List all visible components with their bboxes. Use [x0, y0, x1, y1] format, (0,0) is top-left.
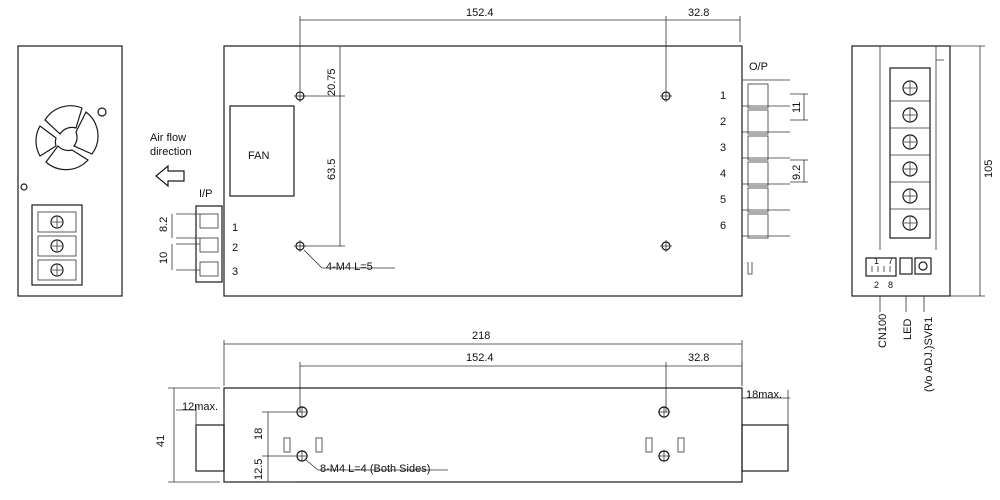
cn100-label: CN100: [877, 314, 889, 348]
top-view-outline: [223, 45, 743, 297]
output-terminal-block: [889, 67, 931, 239]
side-view: 218 152.4 32.8 12max. 18max. 41 18 12.5 …: [155, 330, 790, 483]
top-mount-label: 4-M4 L=5: [326, 261, 373, 273]
side-mount-label: 8-M4 L=4 (Both Sides): [320, 463, 430, 475]
arrow-left-icon: [155, 164, 185, 188]
led-label: LED: [902, 319, 914, 340]
side-mount-hole-icon: [296, 406, 308, 418]
svr1-trimmer-icon: [914, 257, 932, 275]
svr1-label: (Vo ADJ.)SVR1: [923, 317, 935, 392]
side-view-outline: [223, 387, 743, 483]
mount-hole-icon: [294, 90, 306, 102]
op-pin-5: 5: [720, 194, 726, 206]
airflow-indicator: Air flow direction: [150, 132, 192, 188]
ip-pin-1: 1: [232, 222, 238, 234]
input-terminal-block: [31, 204, 83, 286]
side-dim-32-8: 32.8: [688, 352, 709, 364]
side-slot: [677, 437, 685, 453]
side-slot: [645, 437, 653, 453]
dim-63-5: 63.5: [326, 159, 338, 180]
mount-hole-icon: [660, 90, 672, 102]
op-protrusion: [741, 424, 789, 472]
airflow-label-2: direction: [150, 146, 192, 158]
dim-10: 10: [158, 252, 170, 264]
side-dim-152-4: 152.4: [466, 352, 494, 364]
dim-20-75: 20.75: [326, 68, 338, 96]
op-terminal-strip: [742, 79, 790, 275]
top-dim-32-8: 32.8: [688, 7, 709, 19]
side-mount-hole-icon: [658, 406, 670, 418]
dim-218: 218: [472, 330, 490, 342]
right-end-view: 1 7 2 8 CN100 LED (Vo ADJ.)SVR1 105: [851, 45, 995, 392]
top-view: FAN 152.4 32.8 20.75 63.5 4-M4 L=5 O/P 1…: [223, 7, 808, 297]
mount-hole-icon: [294, 240, 306, 252]
mount-hole-icon: [660, 240, 672, 252]
ip-pin-3: 3: [232, 266, 238, 278]
op-pin-2: 2: [720, 116, 726, 128]
dim-18max: 18max.: [746, 389, 782, 401]
dim-18: 18: [253, 428, 265, 440]
dim-9-2: 9.2: [791, 165, 803, 180]
top-dim-152-4: 152.4: [466, 7, 494, 19]
dim-12max: 12max.: [182, 401, 218, 413]
fan-guard-icon: [20, 105, 107, 191]
dim-41: 41: [155, 435, 167, 447]
dim-12-5: 12.5: [253, 459, 265, 480]
right-end-outline: [851, 45, 951, 297]
cn-pin-1: 1: [874, 256, 879, 266]
led-indicator: [899, 257, 913, 275]
ip-protrusion: [195, 424, 225, 472]
left-end-view: [17, 45, 123, 297]
cn-pin-8: 8: [888, 280, 893, 290]
op-pin-3: 3: [720, 142, 726, 154]
cn-pin-7: 7: [888, 256, 893, 266]
dim-8-2: 8.2: [158, 217, 170, 232]
dim-105: 105: [983, 160, 995, 178]
dim-11: 11: [791, 102, 803, 113]
op-pin-1: 1: [720, 90, 726, 102]
side-slot: [315, 437, 323, 453]
op-pin-6: 6: [720, 220, 726, 232]
side-mount-hole-icon: [296, 450, 308, 462]
op-pin-4: 4: [720, 168, 726, 180]
airflow-label-1: Air flow: [150, 132, 186, 144]
ip-connector-view: I/P 1 2 3 8.2 10: [158, 188, 238, 283]
ip-label: I/P: [199, 188, 212, 200]
fan-box: [229, 105, 295, 197]
op-label: O/P: [749, 61, 768, 73]
cn-pin-2: 2: [874, 280, 879, 290]
cn100-connector: 1 7 2 8: [865, 256, 897, 290]
fan-label: FAN: [248, 150, 269, 162]
side-slot: [283, 437, 291, 453]
side-mount-hole-icon: [658, 450, 670, 462]
ip-pin-2: 2: [232, 242, 238, 254]
left-end-outline: [17, 45, 123, 297]
